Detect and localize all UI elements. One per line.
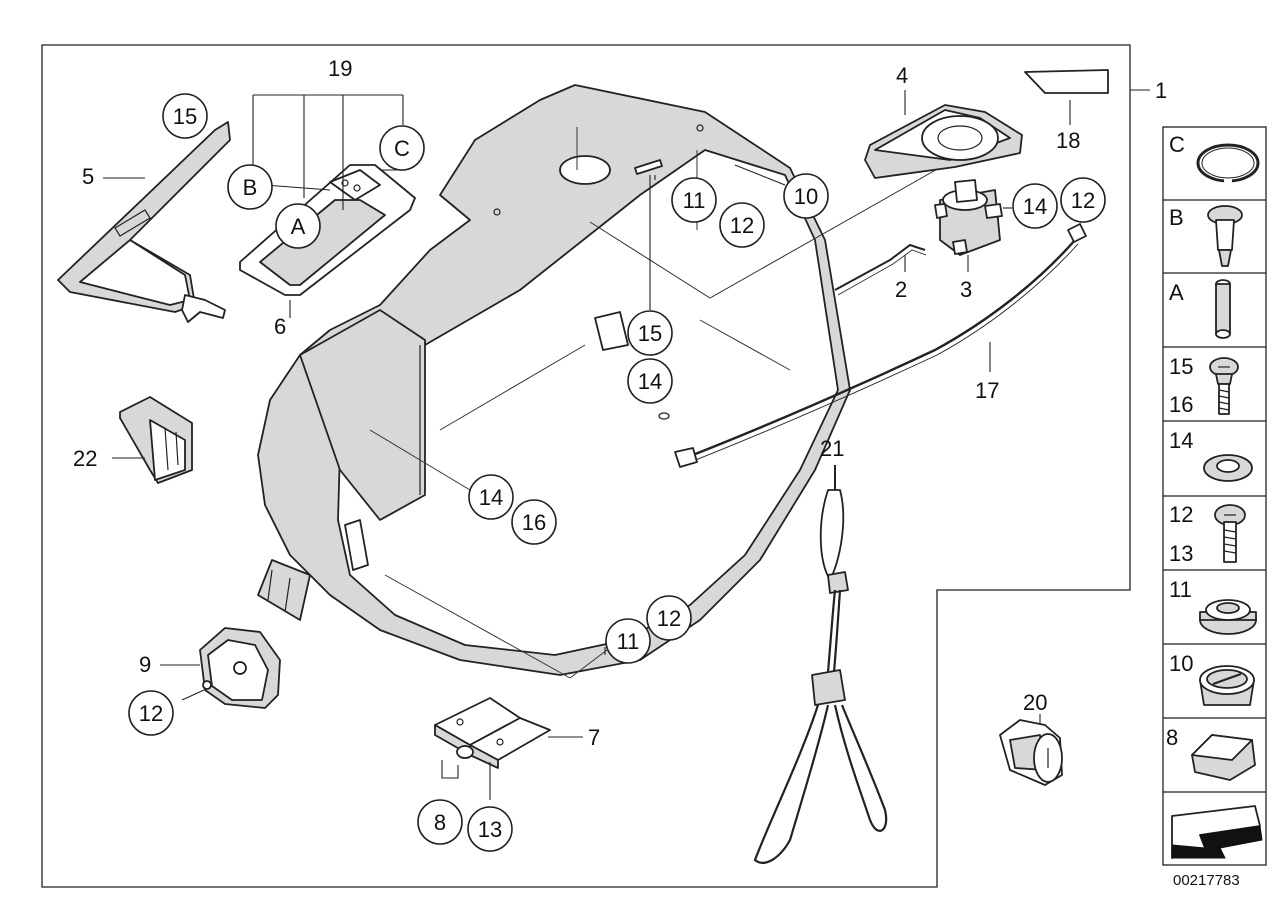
- callout-12: 12: [719, 202, 765, 248]
- legend-label-12: 12: [1169, 502, 1193, 527]
- lock-part-20: [999, 714, 1063, 786]
- svg-text:12: 12: [139, 701, 163, 726]
- label-part-2: 2: [895, 277, 907, 302]
- label-part-20: 20: [1023, 690, 1047, 715]
- rubber-block-icon: [1191, 734, 1256, 781]
- svg-text:14: 14: [1023, 194, 1047, 219]
- svg-text:15: 15: [638, 321, 662, 346]
- washer-icon: [1203, 454, 1253, 482]
- callout-14-mid: 14: [627, 358, 673, 404]
- legend-label-C: C: [1169, 132, 1185, 157]
- snap-ring-icon: [1196, 143, 1260, 183]
- svg-text:16: 16: [522, 510, 546, 535]
- label-part-22: 22: [73, 446, 97, 471]
- cable-part-17: [674, 223, 1087, 468]
- legend-label-15: 15: [1169, 354, 1193, 379]
- label-part-4: 4: [896, 63, 908, 88]
- svg-text:12: 12: [1071, 188, 1095, 213]
- callout-13: 13: [467, 806, 513, 852]
- expanding-rivet-icon: [1207, 205, 1243, 267]
- svg-text:C: C: [394, 136, 410, 161]
- label-part-1: 1: [1155, 78, 1167, 103]
- legend-label-B: B: [1169, 205, 1184, 230]
- callout-16: 16: [511, 499, 557, 545]
- svg-text:13: 13: [478, 817, 502, 842]
- callout-14-low: 14: [468, 474, 514, 520]
- svg-text:11: 11: [683, 188, 706, 213]
- svg-text:15: 15: [173, 104, 197, 129]
- svg-text:12: 12: [657, 606, 681, 631]
- callout-C: C: [379, 125, 425, 171]
- strap-part-21: [753, 465, 888, 864]
- lock-cylinder-part-3: [934, 179, 1012, 272]
- cap-icon: [1199, 665, 1255, 706]
- label-part-18: 18: [1056, 128, 1080, 153]
- callout-11-low: 11: [605, 618, 651, 664]
- storage-compartment-drawing: [257, 84, 986, 679]
- svg-text:11: 11: [617, 629, 640, 654]
- diagram-id: 00217783: [1173, 872, 1240, 889]
- label-part-9: 9: [139, 652, 151, 677]
- label-plate-part-18: [1024, 69, 1109, 125]
- legend-label-16: 16: [1169, 392, 1193, 417]
- callout-15: 15: [162, 93, 208, 139]
- svg-text:14: 14: [638, 369, 662, 394]
- part-labels: 1 2 3 4 5 6 7 9 17 18 19 20 21 22: [73, 56, 1167, 750]
- callout-14-lock: 14: [1012, 183, 1058, 229]
- label-part-17: 17: [975, 378, 999, 403]
- callouts: 15 B A C 10 11 12 15 14 14 12 14 16 11 1…: [128, 93, 1106, 852]
- bracket-part-4: [864, 90, 1023, 179]
- callout-A: A: [275, 203, 321, 249]
- label-part-3: 3: [960, 277, 972, 302]
- legend-label-13: 13: [1169, 541, 1193, 566]
- callout-8: 8: [417, 799, 463, 845]
- cover-panel-part-5: [57, 121, 231, 323]
- legend-label-14: 14: [1169, 428, 1193, 453]
- callout-15-mid: 15: [627, 310, 673, 356]
- callout-10: 10: [783, 173, 829, 219]
- pin-icon: [1215, 279, 1231, 339]
- rod-part-2: [834, 243, 927, 296]
- svg-text:B: B: [243, 175, 258, 200]
- legend-label-10: 10: [1169, 651, 1193, 676]
- clip-part-22: [112, 396, 193, 484]
- legend-panel: C B A 15 16 14 12 13 11 10 8: [1162, 126, 1267, 866]
- grommet-icon: [1199, 599, 1257, 635]
- svg-text:10: 10: [794, 184, 818, 209]
- arrow-icon: [1171, 805, 1263, 859]
- bolt-icon: [1214, 504, 1246, 563]
- legend-label-11: 11: [1169, 577, 1192, 602]
- callout-11: 11: [671, 177, 717, 223]
- label-part-21: 21: [820, 436, 844, 461]
- svg-text:A: A: [291, 214, 306, 239]
- label-part-6: 6: [274, 314, 286, 339]
- legend-label-A: A: [1169, 280, 1184, 305]
- svg-text:8: 8: [434, 810, 446, 835]
- label-part-19: 19: [328, 56, 352, 81]
- hinge-part-7: [434, 697, 583, 800]
- screw-icon: [1209, 357, 1239, 415]
- callout-B: B: [227, 164, 273, 210]
- label-part-7: 7: [588, 725, 600, 750]
- svg-text:14: 14: [479, 485, 503, 510]
- callout-12-mount: 12: [128, 690, 174, 736]
- label-part-5: 5: [82, 164, 94, 189]
- callout-12-low: 12: [646, 595, 692, 641]
- svg-text:12: 12: [730, 213, 754, 238]
- assembly-frame: [41, 44, 1131, 888]
- callout-12-lock: 12: [1060, 177, 1106, 223]
- legend-label-8: 8: [1166, 725, 1178, 750]
- mount-part-9: [160, 627, 281, 709]
- leader-lines: [604, 89, 1150, 655]
- handle-part-6: [239, 94, 416, 318]
